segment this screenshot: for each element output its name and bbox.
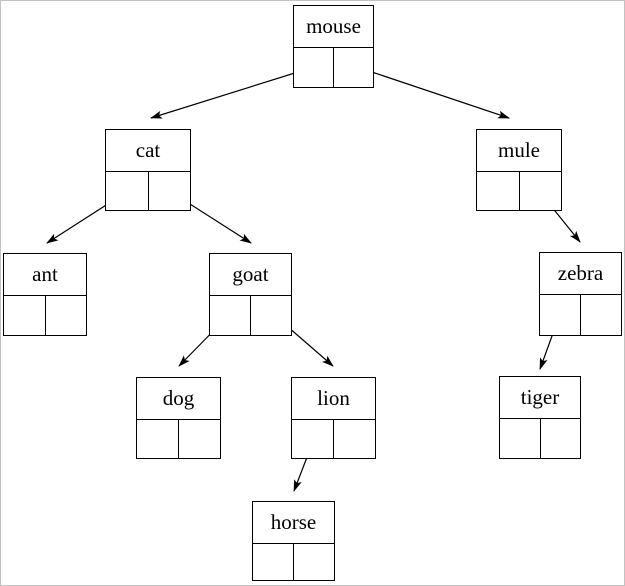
tree-node-dog: dog	[136, 377, 221, 459]
pointer-row	[294, 48, 373, 87]
right-pointer-cell	[520, 172, 562, 210]
tree-node-goat: goat	[209, 253, 292, 336]
right-pointer-cell	[251, 296, 291, 335]
left-pointer-cell	[292, 420, 334, 458]
node-label-tiger: tiger	[500, 377, 580, 419]
pointer-row	[4, 296, 86, 335]
left-pointer-cell	[253, 544, 294, 580]
node-label-dog: dog	[137, 378, 220, 420]
node-label-zebra: zebra	[540, 253, 621, 295]
left-pointer-cell	[137, 420, 179, 458]
tree-node-horse: horse	[252, 501, 335, 581]
pointer-row	[500, 419, 580, 458]
right-pointer-cell	[149, 172, 191, 210]
node-label-mouse: mouse	[294, 6, 373, 48]
pointer-row	[137, 420, 220, 458]
edge-mouse-cat	[150, 66, 315, 119]
left-pointer-cell	[4, 296, 46, 335]
node-label-mule: mule	[477, 130, 561, 172]
right-pointer-cell	[334, 48, 373, 87]
left-pointer-cell	[500, 419, 541, 458]
pointer-row	[106, 172, 190, 210]
pointer-row	[540, 295, 621, 335]
pointer-row	[477, 172, 561, 210]
tree-node-ant: ant	[3, 253, 87, 336]
right-pointer-cell	[179, 420, 220, 458]
pointer-row	[253, 544, 334, 580]
tree-node-lion: lion	[291, 377, 376, 459]
node-label-cat: cat	[106, 130, 190, 172]
tree-node-tiger: tiger	[499, 376, 581, 459]
right-pointer-cell	[334, 420, 375, 458]
left-pointer-cell	[477, 172, 520, 210]
pointer-row	[292, 420, 375, 458]
node-label-ant: ant	[4, 254, 86, 296]
node-label-horse: horse	[253, 502, 334, 544]
tree-node-mouse: mouse	[293, 5, 374, 88]
left-pointer-cell	[540, 295, 581, 335]
left-pointer-cell	[294, 48, 334, 87]
tree-node-cat: cat	[105, 129, 191, 211]
pointer-row	[210, 296, 291, 335]
edge-mouse-mule	[353, 65, 510, 119]
right-pointer-cell	[541, 419, 581, 458]
left-pointer-cell	[106, 172, 149, 210]
right-pointer-cell	[294, 544, 334, 580]
node-label-goat: goat	[210, 254, 291, 296]
left-pointer-cell	[210, 296, 251, 335]
right-pointer-cell	[581, 295, 621, 335]
tree-node-mule: mule	[476, 129, 562, 211]
tree-node-zebra: zebra	[539, 252, 622, 336]
node-label-lion: lion	[292, 378, 375, 420]
right-pointer-cell	[46, 296, 87, 335]
